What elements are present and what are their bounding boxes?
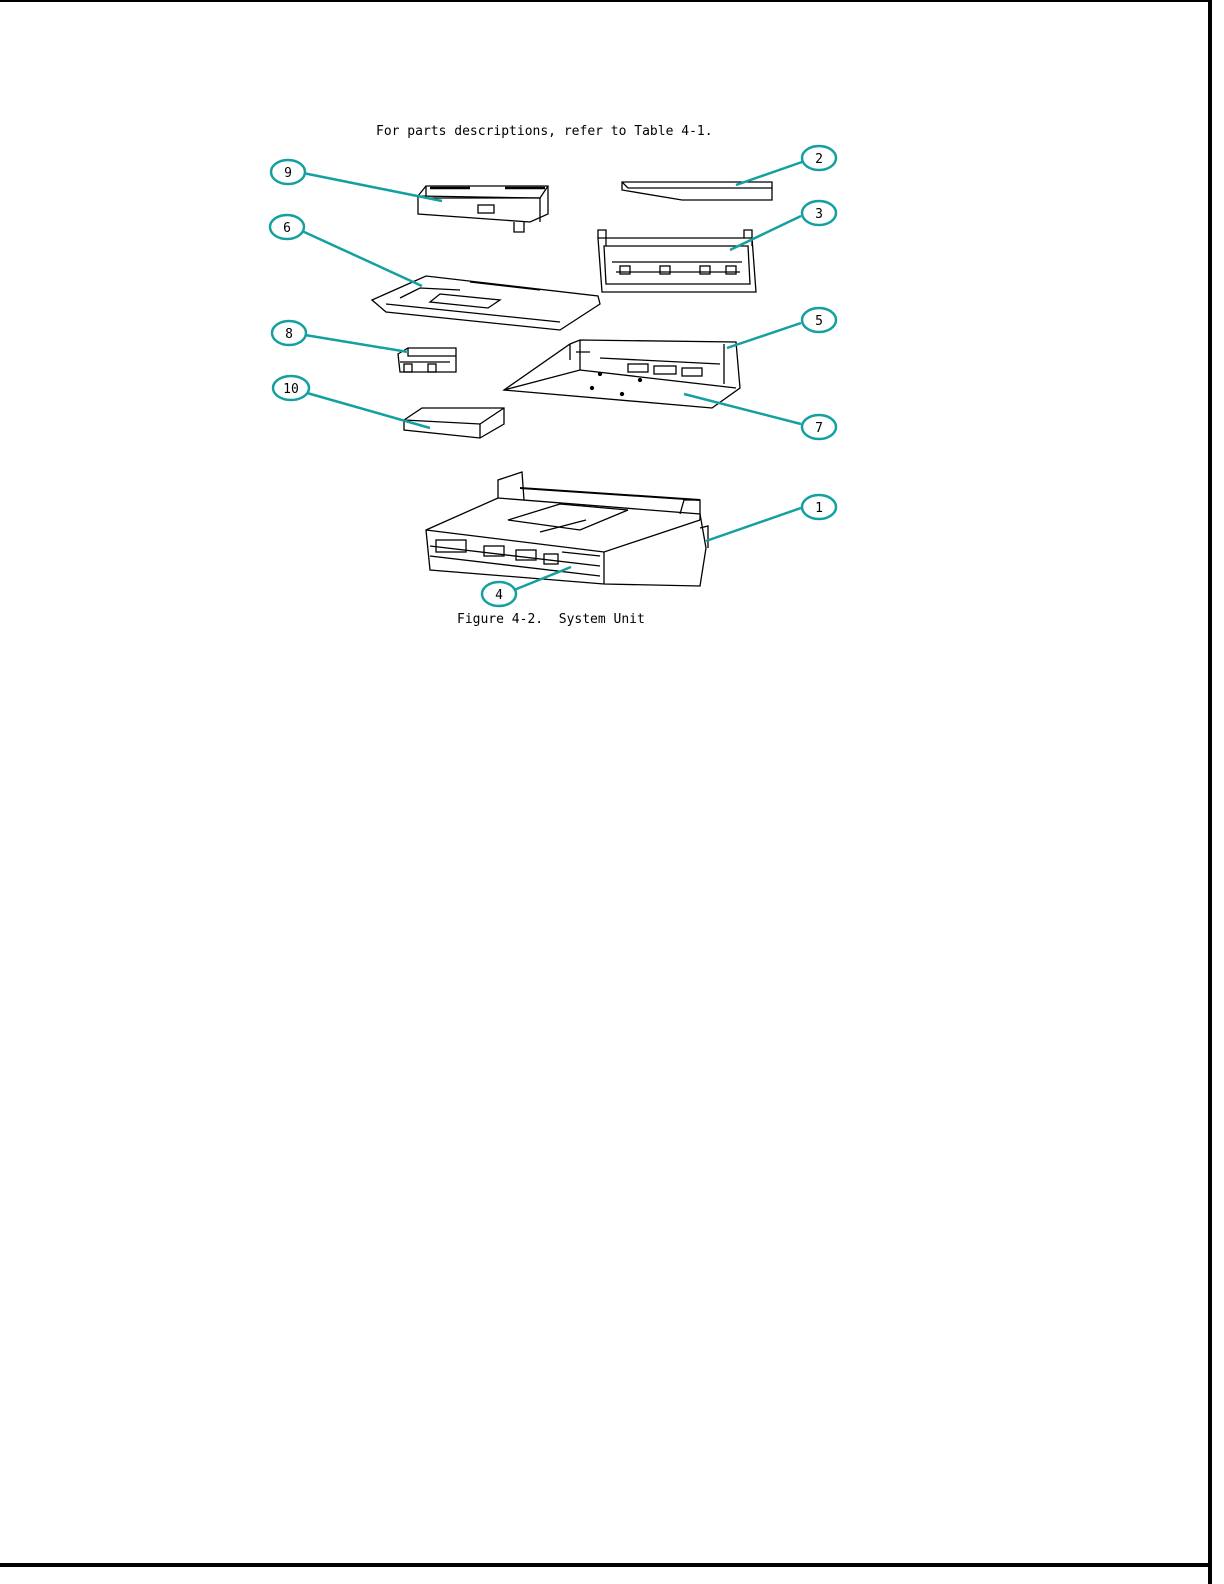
leader-10 [307, 393, 430, 428]
leader-6 [302, 231, 422, 286]
callout-label-3: 3 [815, 207, 823, 222]
callout-label-4: 4 [495, 588, 503, 603]
callout-label-10: 10 [283, 382, 299, 397]
part-10-drawing [404, 408, 504, 438]
callout-label-6: 6 [283, 221, 291, 236]
part-5-7-drawing [504, 340, 740, 408]
leader-9 [303, 173, 442, 201]
callout-label-2: 2 [815, 152, 823, 167]
callout-label-1: 1 [815, 501, 823, 516]
leader-8 [305, 335, 408, 352]
part-9-drawing [418, 186, 548, 232]
part-2-drawing [622, 182, 772, 200]
callout-label-5: 5 [815, 314, 823, 329]
figure-caption: Figure 4-2. System Unit [457, 612, 645, 627]
leader-1 [706, 508, 801, 541]
callout-label-8: 8 [285, 327, 293, 342]
leader-7 [684, 394, 801, 424]
callout-label-7: 7 [815, 421, 823, 436]
part-3-drawing [598, 230, 756, 292]
leader-5 [727, 323, 801, 348]
leader-3 [730, 216, 801, 250]
part-6-drawing [372, 276, 600, 330]
callout-label-9: 9 [284, 166, 292, 181]
